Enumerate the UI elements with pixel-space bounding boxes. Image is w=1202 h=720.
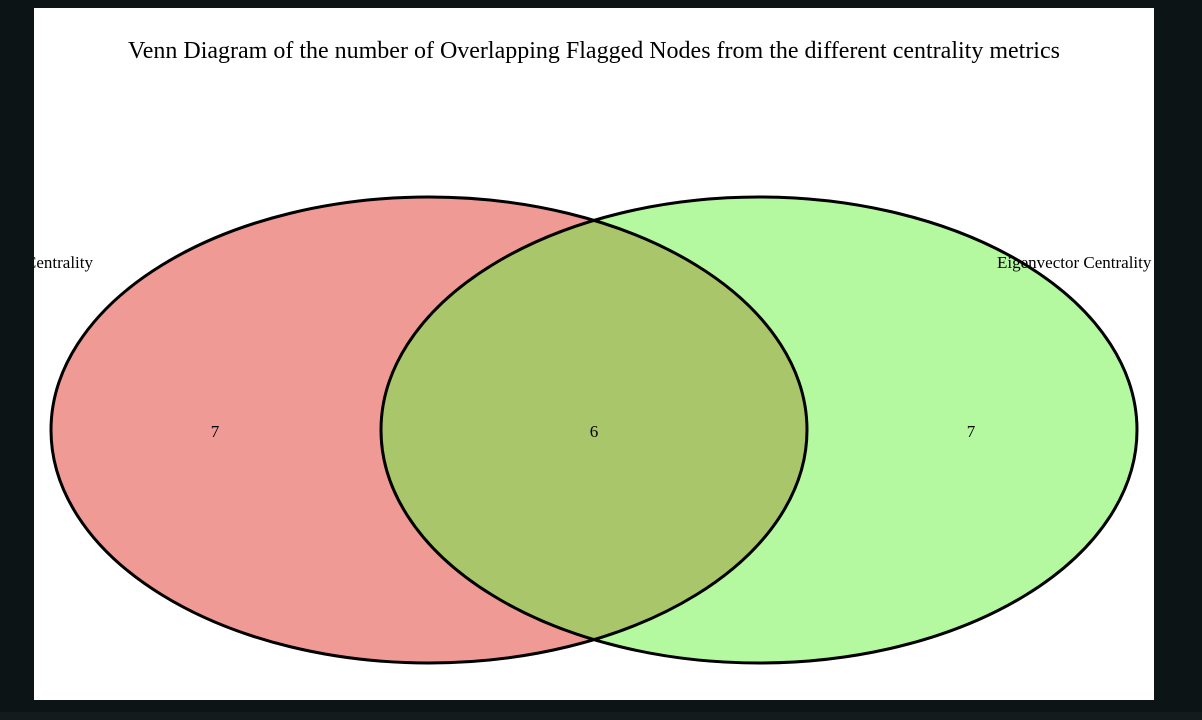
overlap-region [381, 197, 807, 663]
count-right-only: 7 [967, 422, 976, 441]
set-left-outline [49, 195, 809, 665]
count-both: 6 [590, 422, 599, 441]
diagram-title: Venn Diagram of the number of Overlappin… [128, 38, 1060, 64]
bottom-strip [0, 712, 1202, 720]
set-left-label: Betweenness Centrality [34, 253, 93, 272]
set-right-outline [379, 195, 1139, 665]
count-left-only: 7 [211, 422, 220, 441]
diagram-canvas: Venn Diagram of the number of Overlappin… [34, 8, 1154, 700]
venn-diagram: Betweenness Centrality Eigenvector Centr… [34, 195, 1152, 665]
set-right-label: Eigenvector Centrality [997, 253, 1152, 272]
